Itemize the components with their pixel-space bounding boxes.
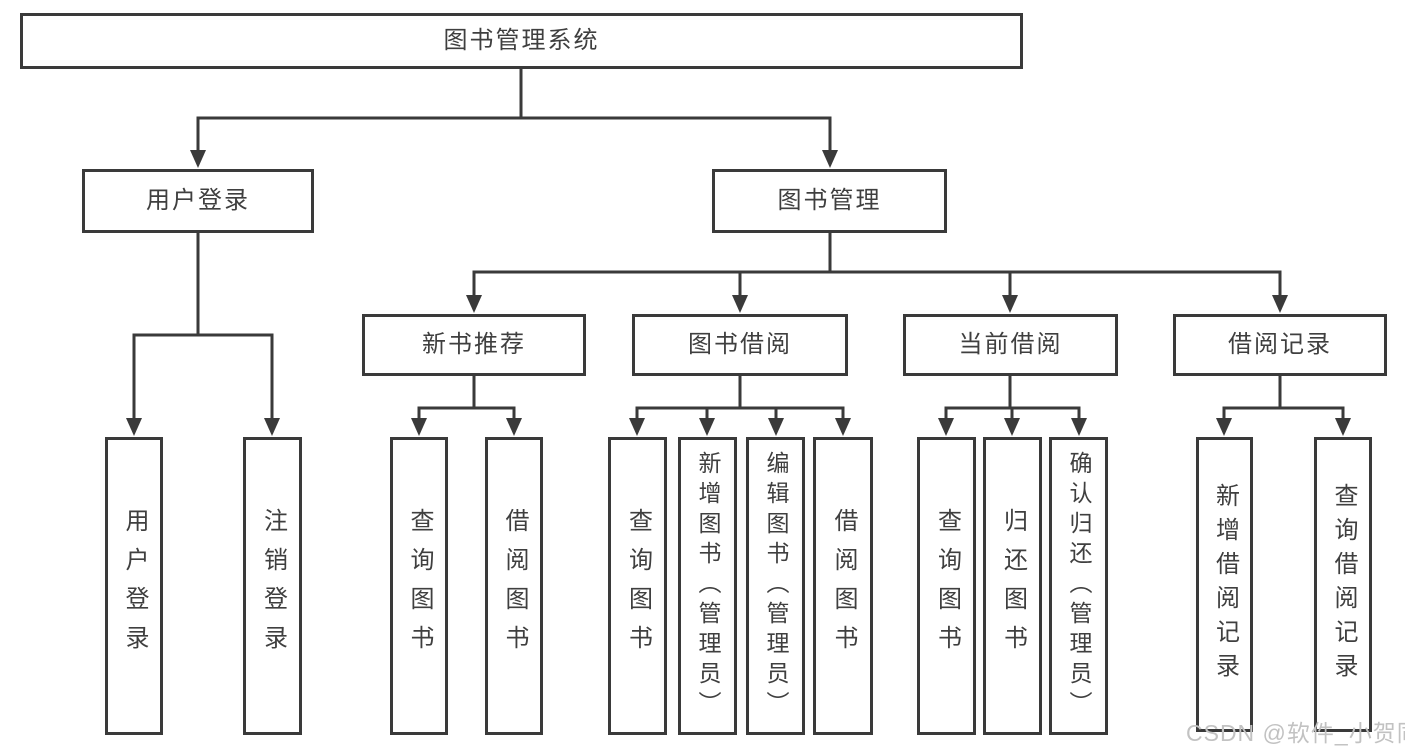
leaf-logout: 注销登录 <box>243 437 302 735</box>
node-current-borrow: 当前借阅 <box>903 314 1118 376</box>
leaf-confirm-return-admin: 确认归还（管理员） <box>1049 437 1108 735</box>
node-book-management: 图书管理 <box>712 169 947 233</box>
connector-user-login-children <box>126 233 280 436</box>
node-user-login: 用户登录 <box>82 169 314 233</box>
node-new-book-recommend: 新书推荐 <box>362 314 586 376</box>
leaf-query-books-1: 查询图书 <box>390 437 448 735</box>
watermark-text: CSDN @软件_小贺同学 <box>1186 720 1405 746</box>
leaf-query-books-2: 查询图书 <box>608 437 667 735</box>
leaf-borrow-books-1: 借阅图书 <box>485 437 543 735</box>
connector-book-management-children <box>466 233 1288 313</box>
connector-root-to-level1 <box>190 69 838 168</box>
connector-borrow-records-children <box>1216 376 1351 436</box>
leaf-edit-book-admin: 编辑图书（管理员） <box>746 437 805 735</box>
leaf-user-login: 用户登录 <box>105 437 163 735</box>
leaf-query-borrow-record: 查询借阅记录 <box>1314 437 1372 732</box>
leaf-add-book-admin: 新增图书（管理员） <box>678 437 737 735</box>
connector-new-book-children <box>411 376 522 436</box>
node-root: 图书管理系统 <box>20 13 1023 69</box>
connector-current-borrow-children <box>938 376 1087 436</box>
leaf-return-books: 归还图书 <box>983 437 1042 735</box>
leaf-borrow-books-2: 借阅图书 <box>813 437 873 735</box>
node-borrow-records: 借阅记录 <box>1173 314 1387 376</box>
connector-book-borrow-children <box>629 376 851 436</box>
leaf-add-borrow-record: 新增借阅记录 <box>1196 437 1253 732</box>
node-book-borrow: 图书借阅 <box>632 314 848 376</box>
leaf-query-books-3: 查询图书 <box>917 437 976 735</box>
